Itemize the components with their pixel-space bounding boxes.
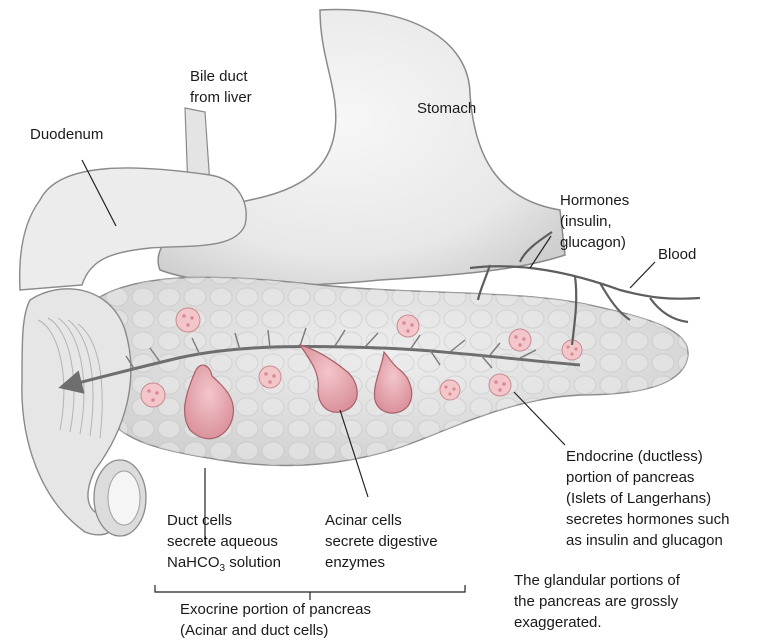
duct-cells-label: Duct cells secrete aqueous NaHCO3 soluti… <box>167 510 281 579</box>
blood-label: Blood <box>658 244 696 265</box>
exocrine-label: Exocrine portion of pancreas (Acinar and… <box>180 599 371 641</box>
stomach-label: Stomach <box>417 98 476 119</box>
duct-cells-formula: NaHCO3 solution <box>167 552 281 579</box>
acinar-cells-label: Acinar cells secrete digestive enzymes <box>325 510 438 573</box>
stomach <box>158 10 565 286</box>
note-label: The glandular portions of the pancreas a… <box>514 570 680 633</box>
hormones-label: Hormones (insulin, glucagon) <box>560 190 629 253</box>
exocrine-bracket <box>155 585 465 600</box>
bile-duct-label: Bile duct from liver <box>190 66 252 108</box>
duodenum-label: Duodenum <box>30 124 103 145</box>
endocrine-label: Endocrine (ductless) portion of pancreas… <box>566 446 729 551</box>
